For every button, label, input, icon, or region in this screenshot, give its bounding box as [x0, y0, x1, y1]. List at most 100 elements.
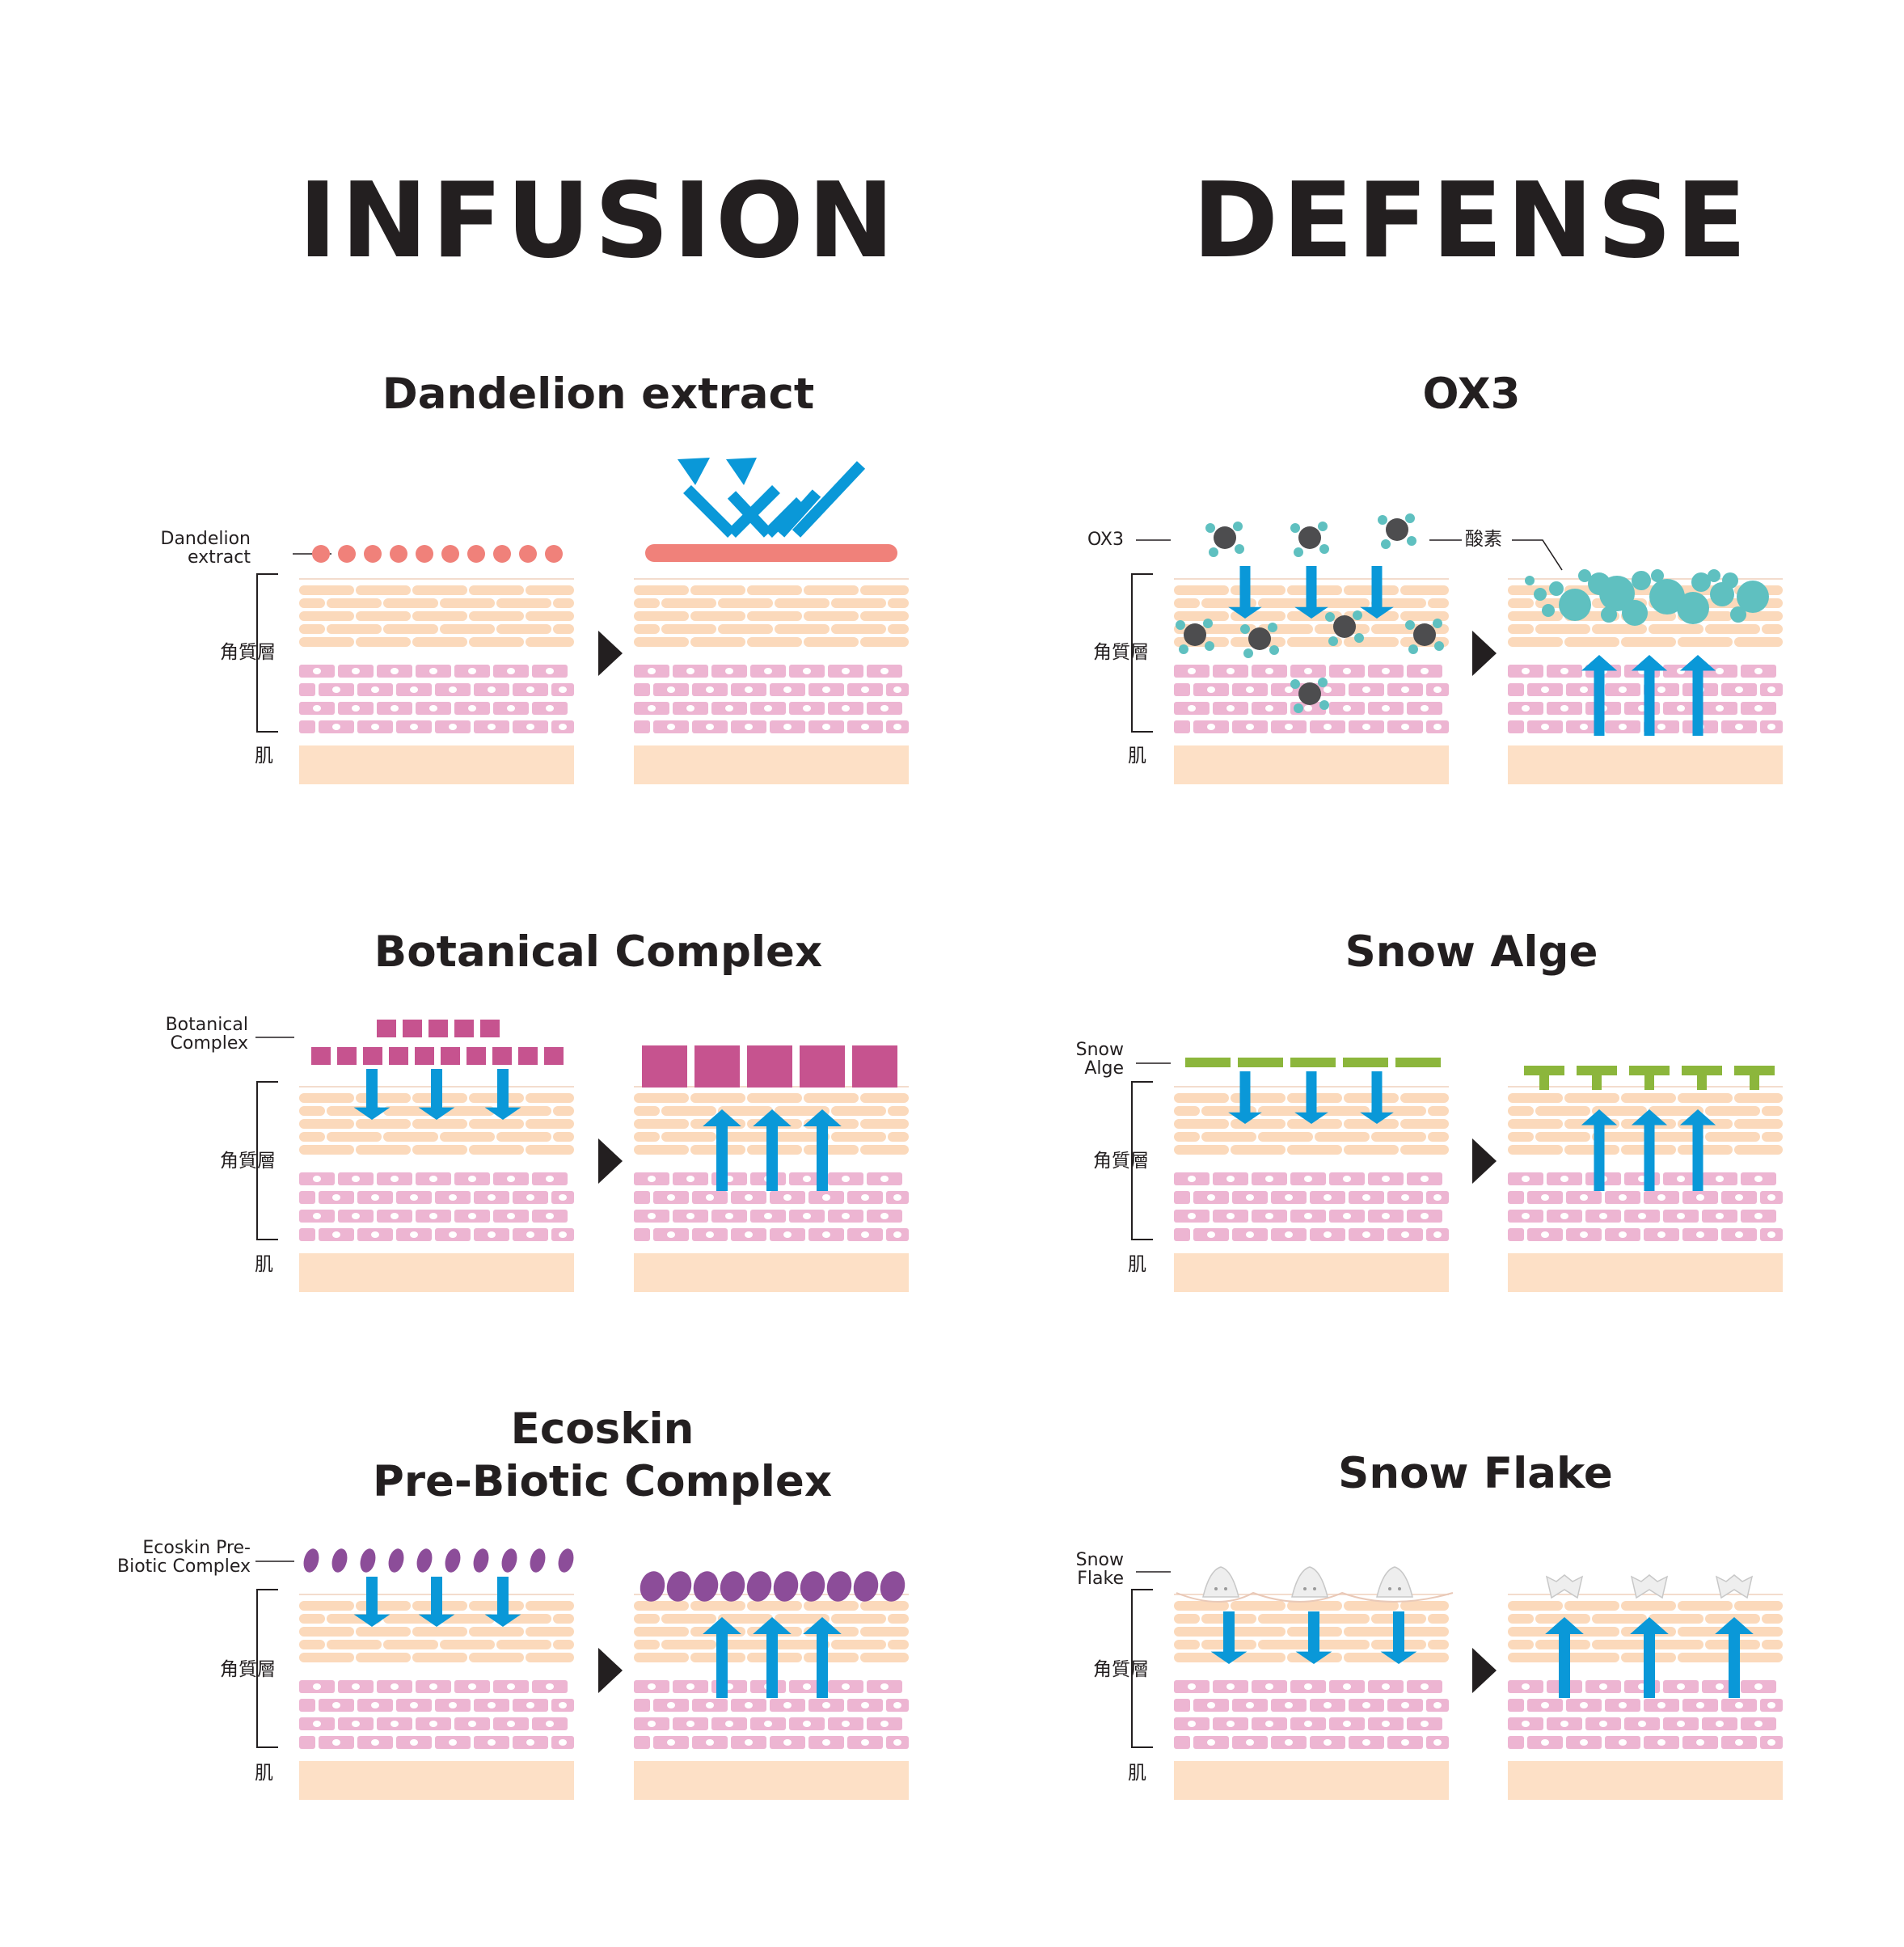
dandelion-before-cell-nucleus — [371, 686, 379, 693]
botanical-after-stratum-cell — [718, 1106, 773, 1116]
ecoskin-before-stratum-cell — [526, 1627, 574, 1637]
oxygen-dot — [1408, 644, 1418, 654]
ox3-after-stratum-cell — [1678, 637, 1733, 647]
ox3-before-stratum-cell — [1344, 585, 1399, 595]
free-radical — [1248, 627, 1271, 650]
dandelion-after-stratum-cell — [661, 624, 716, 634]
ox3-after-stratum-cell — [1592, 624, 1647, 634]
free-radical — [1298, 526, 1321, 549]
ox3-skin-label: 肌 — [1128, 745, 1146, 767]
ecoskin-before-stratum-cell — [356, 1601, 411, 1611]
botanical-after-stratum-cell — [661, 1132, 716, 1142]
botanical-before-stratum-cell — [356, 1145, 411, 1155]
dandelion-after-stratum-cell — [718, 598, 773, 608]
ox3-before-cell-nucleus — [1362, 686, 1370, 693]
snow-flake-before-stratum-cell — [1258, 1614, 1313, 1624]
ecoskin-after-cell-nucleus — [880, 1721, 889, 1727]
snow-flake-before-cell — [1174, 1736, 1190, 1749]
oxygen-dot — [1328, 636, 1338, 646]
botanical-before-cell-nucleus — [468, 1213, 476, 1219]
dandelion-before-cell-nucleus — [468, 705, 476, 712]
ox3-before-cell-nucleus — [1226, 705, 1235, 712]
snow-alge-before-stratum-cell — [1174, 1132, 1200, 1142]
ecoskin-before-stratum-cell — [299, 1627, 354, 1637]
dandelion-before-cell-nucleus — [526, 686, 534, 693]
ox3-after-cell-nucleus — [1619, 724, 1627, 730]
snow-alge-particle — [1238, 1058, 1283, 1067]
botanical-layer-bracket — [256, 1081, 278, 1240]
snow-alge-after-stratum-cell — [1508, 1106, 1534, 1116]
ox3-before-stratum-cell — [1315, 598, 1370, 608]
ecoskin-film — [773, 1571, 799, 1602]
snow-flake-before-cell-nucleus — [1188, 1683, 1196, 1690]
snow-alge-after-cell-nucleus — [1754, 1213, 1763, 1219]
snow-flake-transition-arrow — [1472, 1648, 1497, 1693]
snow-alge-before-cell-nucleus — [1421, 1176, 1429, 1182]
dandelion-after-stratum-cell — [690, 585, 745, 595]
dandelion-particle — [441, 545, 459, 563]
snow-alge-before-stratum-cell — [1287, 1119, 1342, 1129]
oxygen-bubble — [1549, 581, 1564, 596]
dandelion-particle — [338, 545, 356, 563]
snow-alge-after-cell-nucleus — [1638, 1213, 1646, 1219]
ecoskin-after-stratum-cell — [775, 1614, 830, 1624]
ox3-after-cell-nucleus — [1541, 724, 1549, 730]
botanical-after-stratum-cell — [831, 1132, 886, 1142]
free-radical — [1333, 615, 1356, 638]
dandelion-after-stratum-cell — [804, 585, 859, 595]
snow-alge-before-cell-nucleus — [1285, 1194, 1293, 1201]
dandelion-after-cell-nucleus — [842, 705, 850, 712]
snow-alge-before-cell-nucleus — [1304, 1176, 1312, 1182]
dandelion-before-cell-nucleus — [559, 686, 567, 693]
oxygen-dot — [1290, 679, 1300, 689]
dandelion-layer-bracket — [256, 573, 278, 733]
botanical-before-stratum-cell — [469, 1145, 524, 1155]
dandelion-after-cell-nucleus — [686, 668, 694, 674]
dandelion-before-cell-nucleus — [352, 668, 360, 674]
snow-flake-before-stratum-cell — [1174, 1601, 1229, 1611]
botanical-before-cell-nucleus — [410, 1231, 418, 1238]
ecoskin-before-cell-nucleus — [391, 1721, 399, 1727]
botanical-before-cell-nucleus — [546, 1213, 554, 1219]
dandelion-before-cell-nucleus — [429, 668, 437, 674]
snow-alge-before-stratum-cell — [1174, 1106, 1200, 1116]
ecoskin-before-cell-nucleus — [507, 1721, 515, 1727]
ecoskin-particle — [303, 1548, 319, 1573]
ecoskin-before-cell-nucleus — [313, 1683, 321, 1690]
ecoskin-after-cell — [634, 1736, 650, 1749]
ox3-after-cell-nucleus — [1560, 668, 1568, 674]
botanical-after-stratum-cell — [804, 1145, 859, 1155]
botanical-before-stratum-cell — [526, 1119, 574, 1129]
botanical-before-stratum-cell — [356, 1093, 411, 1103]
ecoskin-after-stratum-cell — [804, 1653, 859, 1662]
botanical-layer-label: 角質層 — [220, 1151, 276, 1172]
ox3-before-stratum-cell — [1287, 637, 1342, 647]
botanical-after-stratum-cell — [634, 1093, 689, 1103]
arrow-down-icon — [484, 1069, 521, 1120]
dandelion-before-stratum-cell — [553, 624, 574, 634]
ecoskin-before-cell-nucleus — [559, 1739, 567, 1746]
snow-alge-particle — [1343, 1058, 1388, 1067]
arrow-up-icon — [1581, 1109, 1618, 1191]
oxygen-leader-line — [1512, 539, 1563, 571]
snow-flake-after-stratum-cell — [1564, 1653, 1619, 1662]
snow-flake-before-cell-nucleus — [1207, 1739, 1215, 1746]
ecoskin-before-stratum-cell — [356, 1653, 411, 1662]
ecoskin-after-cell-nucleus — [667, 1702, 675, 1708]
oxygen-dot — [1235, 544, 1244, 554]
ecoskin-before-cell — [299, 1736, 315, 1749]
snow-alge-after-cell-nucleus — [1599, 1213, 1607, 1219]
botanical-after-stratum-cell — [860, 1119, 909, 1129]
snow-alge-after-cell-nucleus — [1619, 1194, 1627, 1201]
botanical-after-cell-nucleus — [725, 1213, 733, 1219]
snow-flake-after-cell-nucleus — [1696, 1739, 1704, 1746]
botanical-after-cell-nucleus — [880, 1176, 889, 1182]
snow-flake-dot — [1313, 1587, 1316, 1590]
ox3-after-cell-nucleus — [1767, 686, 1775, 693]
ox3-layer-label: 角質層 — [1093, 642, 1149, 663]
ox3-before-stratum-cell — [1258, 598, 1313, 608]
ecoskin-before-stratum-cell — [299, 1653, 354, 1662]
dandelion-after-cell-nucleus — [686, 705, 694, 712]
botanical-before-cell-nucleus — [449, 1231, 457, 1238]
botanical-before-cell-nucleus — [371, 1194, 379, 1201]
